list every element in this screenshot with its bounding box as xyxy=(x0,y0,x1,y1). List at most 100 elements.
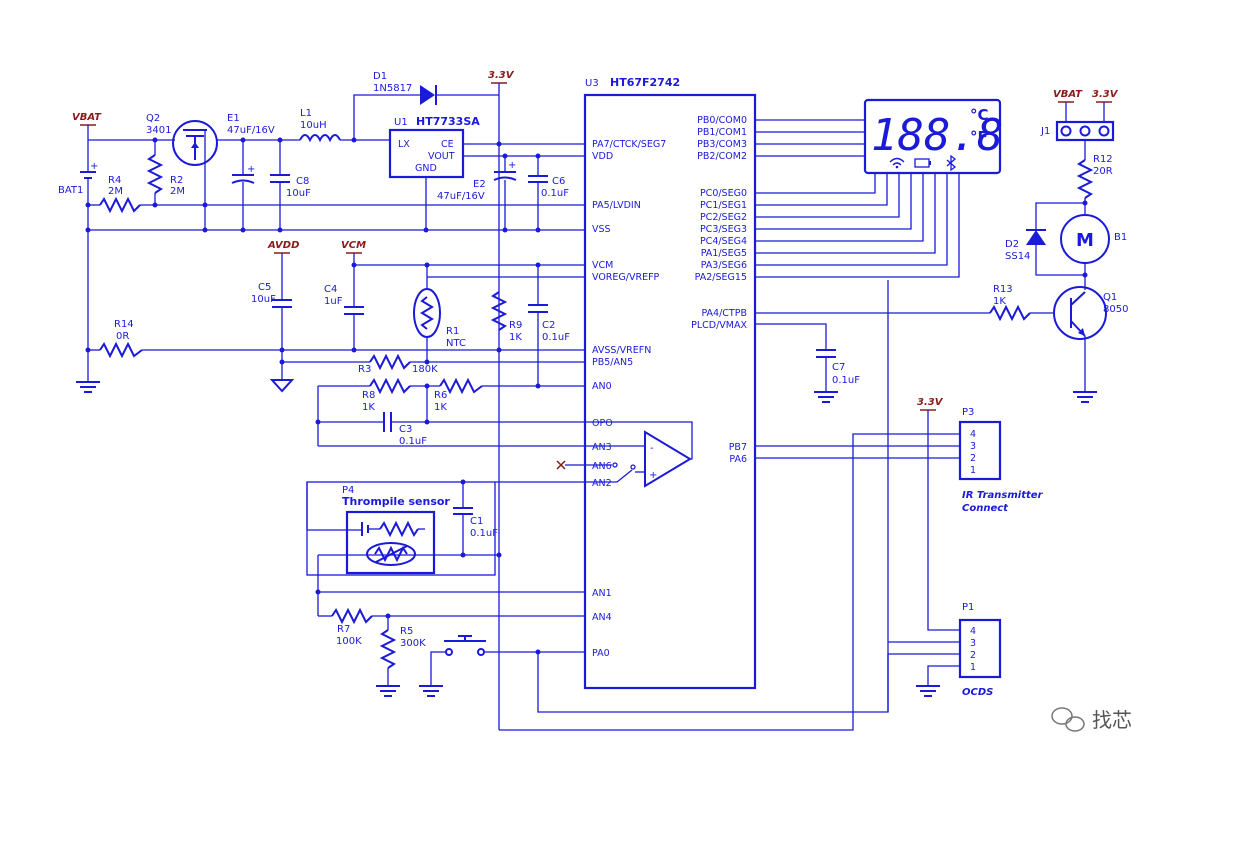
wifi-icon xyxy=(889,157,905,169)
c4-ref: C4 xyxy=(324,284,337,295)
c4-value: 1uF xyxy=(324,296,343,307)
lcd-unit-f: °F xyxy=(970,128,988,146)
r13-resistor xyxy=(989,304,1031,322)
r12-value: 20R xyxy=(1093,166,1113,177)
c1-value: 0.1uF xyxy=(470,528,498,539)
p4-value: Thrompile sensor xyxy=(342,495,450,508)
q2-value: 3401 xyxy=(146,125,171,136)
u1-pin-vout: VOUT xyxy=(428,151,455,162)
mcu-pin-vdd: VDD xyxy=(592,151,613,162)
q2-mosfet xyxy=(172,120,218,166)
p3-body xyxy=(958,420,1002,481)
thermopile-sensor xyxy=(345,510,436,575)
thermopile-section: P4 Thrompile sensor C1 0.1uF R7 100K R5 xyxy=(306,280,960,731)
c3-value: 0.1uF xyxy=(399,436,427,447)
r13-ref: R13 xyxy=(993,284,1013,295)
mcu-pin-an4: AN4 xyxy=(592,612,612,623)
r7-value: 100K xyxy=(336,636,362,647)
u1-name: HT7733SA xyxy=(416,115,480,128)
r2-value: 2M xyxy=(170,186,185,197)
r2-ref: R2 xyxy=(170,175,183,186)
r1-value: NTC xyxy=(446,338,466,349)
mcu-pin-pb3: PB3/COM3 xyxy=(697,139,747,150)
mcu-pin-an1: AN1 xyxy=(592,588,612,599)
c5-value: 10uF xyxy=(251,294,276,305)
r6-resistor xyxy=(439,377,483,395)
watermark-text: 找芯 xyxy=(1092,708,1132,732)
c7-ref: C7 xyxy=(832,362,845,373)
d2-value: SS14 xyxy=(1005,251,1030,262)
svg-text:+: + xyxy=(649,470,657,481)
mcu-ref: U3 xyxy=(585,78,599,89)
r6-ref: R6 xyxy=(434,390,447,401)
p1-body xyxy=(958,618,1002,679)
svg-text:+: + xyxy=(90,161,98,172)
vmax-cap-section: C7 0.1uF xyxy=(755,323,860,403)
u1-pin-gnd: GND xyxy=(415,163,437,174)
r5-resistor xyxy=(379,629,397,669)
mcu-pin-pa0: PA0 xyxy=(592,648,610,659)
v33-label-j1: 3.3V xyxy=(1092,89,1119,100)
r14-ref: R14 xyxy=(114,319,134,330)
r2-resistor xyxy=(146,154,164,194)
e2-value: 47uF/16V xyxy=(437,191,485,202)
mcu-pin-pc2: PC2/SEG2 xyxy=(700,212,747,223)
lcd-display: 188.8 °C °F xyxy=(755,98,1003,278)
agnd-symbol xyxy=(269,379,295,393)
mcu-pin-pa7: PA7/CTCK/SEG7 xyxy=(592,139,666,150)
internal-opamp: - + xyxy=(585,421,693,488)
mcu-pin-an2: AN2 xyxy=(592,478,612,489)
r8-ref: R8 xyxy=(362,390,375,401)
e2-ref: E2 xyxy=(473,179,486,190)
p1-pin-1: 1 xyxy=(970,662,976,673)
d1-value: 1N5817 xyxy=(373,83,412,94)
c7-value: 0.1uF xyxy=(832,375,860,386)
c6-value: 0.1uF xyxy=(541,188,569,199)
r12-ref: R12 xyxy=(1093,154,1113,165)
mcu-pin-an0: AN0 xyxy=(592,381,612,392)
junction-dots xyxy=(85,137,1088,655)
svg-text:+: + xyxy=(247,164,255,175)
mcu-pin-pc1: PC1/SEG1 xyxy=(700,200,747,211)
u1-ref: U1 xyxy=(394,117,408,128)
r9-resistor xyxy=(490,291,508,331)
c8-ref: C8 xyxy=(296,176,309,187)
l1-ref: L1 xyxy=(300,108,312,119)
mcu-u3: U3 HT67F2742 PA7/CTCK/SEG7 VDD PA5/LVDIN… xyxy=(583,76,757,690)
mcu-left-pin-labels: PA7/CTCK/SEG7 VDD PA5/LVDIN VSS VCM VORE… xyxy=(592,139,666,659)
mcu-pin-an6: AN6 xyxy=(592,461,612,472)
p3-pin-1: 1 xyxy=(970,465,976,476)
lcd-unit-c: °C xyxy=(970,106,989,124)
u1-pin-lx: LX xyxy=(398,139,410,150)
r4-value: 2M xyxy=(108,186,123,197)
r5-value: 300K xyxy=(400,638,426,649)
d1-diode xyxy=(420,85,435,105)
p3-title-line2: Connect xyxy=(962,503,1009,514)
r9-ref: R9 xyxy=(509,320,522,331)
r7-resistor xyxy=(331,607,373,625)
q2-ref: Q2 xyxy=(146,113,160,124)
mcu-pin-pa3: PA3/SEG6 xyxy=(701,260,747,271)
analog-section: AVDD C5 10uF VCM C4 1uF R1 NTC R9 1K xyxy=(76,240,585,470)
p3-pin-3: 3 xyxy=(970,441,976,452)
q1-ref: Q1 xyxy=(1103,292,1117,303)
q1-value: 8050 xyxy=(1103,304,1128,315)
bluetooth-icon xyxy=(946,154,957,172)
mcu-pin-pc3: PC3/SEG3 xyxy=(700,224,747,235)
mcu-pin-pb5: PB5/AN5 xyxy=(592,357,633,368)
p3-ref: P3 xyxy=(962,407,974,418)
mcu-pin-voreg: VOREG/VREFP xyxy=(592,272,660,283)
vbat-label-right: VBAT xyxy=(1053,89,1083,100)
r8-resistor xyxy=(369,377,411,395)
r8-value: 1K xyxy=(362,402,375,413)
l1-inductor xyxy=(299,134,341,143)
r14-resistor xyxy=(99,341,143,359)
r1-ref: R1 xyxy=(446,326,459,337)
e1-ref: E1 xyxy=(227,113,240,124)
c5-ref: C5 xyxy=(258,282,271,293)
mcu-pin-pc0: PC0/SEG0 xyxy=(700,188,747,199)
vbat-label-left: VBAT xyxy=(72,112,102,123)
mcu-pin-opo: OPO xyxy=(592,418,613,429)
r13-value: 1K xyxy=(993,296,1006,307)
